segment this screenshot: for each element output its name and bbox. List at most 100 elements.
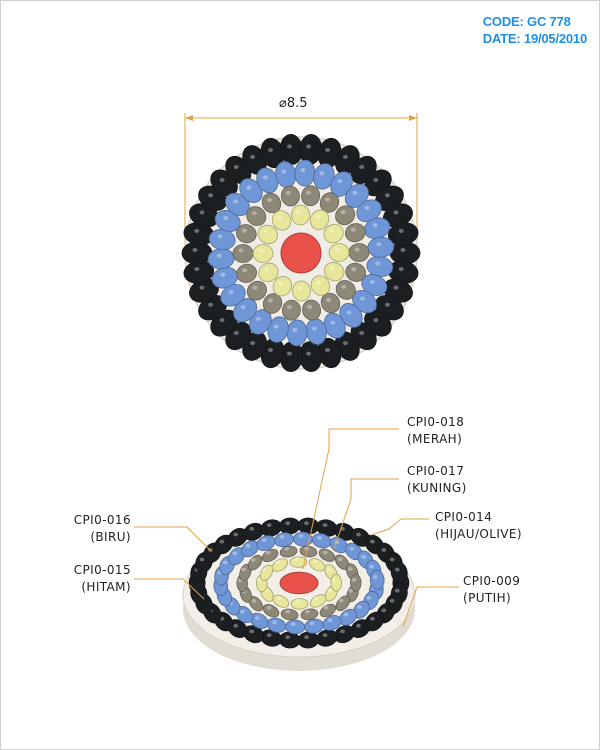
bead-highlight: [348, 588, 354, 593]
bead-highlight: [276, 596, 282, 601]
bead-yellow: [289, 556, 308, 568]
bead-highlight: [322, 633, 328, 638]
bead-olive: [262, 604, 280, 618]
bead-highlight: [262, 568, 267, 572]
bead-yellow: [259, 564, 274, 582]
bead-highlight: [305, 609, 310, 614]
bead-highlight: [219, 318, 225, 323]
bead-highlight: [251, 211, 257, 216]
bead-highlight: [284, 546, 290, 551]
bead-highlight: [313, 596, 319, 600]
callout-red-code: CPI0-018: [407, 415, 465, 429]
bead-highlight: [352, 190, 358, 195]
bead-red-center: [279, 571, 319, 595]
bead-highlight: [286, 144, 292, 149]
bead-highlight: [394, 588, 400, 593]
bead-yellow: [291, 204, 310, 226]
bead-highlight: [319, 171, 325, 176]
bead-highlight: [349, 546, 355, 551]
bead-highlight: [192, 248, 198, 252]
bead-olive: [335, 595, 351, 612]
bead-highlight: [315, 214, 321, 219]
bead-olive: [261, 548, 279, 563]
bead-olive: [236, 224, 257, 244]
bead-highlight: [337, 557, 343, 562]
bead-highlight: [233, 199, 238, 204]
bead-highlight: [372, 223, 378, 228]
callout-blue-name: (BIRU): [90, 530, 131, 544]
code-label: CODE:: [482, 14, 524, 29]
bead-highlight: [306, 144, 312, 149]
bead-olive: [232, 244, 254, 263]
bead-highlight: [342, 341, 348, 346]
bead-highlight: [334, 247, 340, 252]
bead-highlight: [317, 536, 322, 540]
bead-highlight: [398, 228, 404, 233]
bead-highlight: [281, 169, 287, 174]
bead-highlight: [309, 621, 315, 626]
bead-highlight: [219, 177, 225, 182]
bead-highlight: [400, 248, 406, 252]
bead-highlight: [296, 210, 301, 214]
bead-olive: [281, 299, 301, 321]
bead-highlight: [375, 261, 381, 266]
bead-highlight: [372, 575, 378, 579]
bead-highlight: [369, 564, 375, 569]
bead-highlight: [249, 527, 255, 531]
bead-highlight: [219, 539, 225, 544]
bead-highlight: [322, 550, 328, 555]
callout-red-name: (MERAH): [407, 432, 463, 446]
callout-yellow-name: (KUNING): [407, 481, 467, 495]
bead-highlight: [329, 266, 335, 271]
bead-highlight: [366, 595, 372, 600]
bead-highlight: [327, 618, 333, 622]
bead-highlight: [208, 193, 214, 198]
bead-black: [181, 241, 213, 265]
date-line: DATE: 19/05/2010: [483, 30, 587, 47]
bead-highlight: [265, 550, 271, 555]
bead-black: [389, 241, 421, 265]
bead-highlight: [370, 539, 375, 544]
bead-highlight: [241, 567, 246, 572]
bead-highlight: [356, 623, 361, 628]
top-view-beads: [181, 134, 421, 372]
bead-highlight: [279, 535, 285, 539]
bead-highlight: [228, 290, 234, 295]
bead-highlight: [263, 267, 269, 272]
bead-highlight: [306, 190, 312, 195]
bead-highlight: [342, 154, 348, 159]
bead-highlight: [249, 629, 255, 634]
bead-highlight: [285, 609, 291, 614]
bead-highlight: [346, 310, 352, 315]
bead-highlight: [222, 560, 228, 565]
bead-highlight: [277, 281, 283, 286]
bead-olive: [319, 603, 337, 618]
bead-highlight: [373, 318, 379, 323]
bead-highlight: [330, 320, 336, 325]
bead-highlight: [373, 177, 379, 182]
bead-highlight: [306, 351, 312, 356]
bead-highlight: [272, 620, 277, 625]
callout-black: CPI0-015 (HITAM): [57, 562, 131, 596]
bead-highlight: [267, 198, 272, 202]
bead-highlight: [286, 305, 292, 310]
bead-highlight: [233, 623, 239, 628]
bead-highlight: [250, 154, 256, 159]
bead-highlight: [217, 234, 223, 239]
bead-highlight: [315, 280, 321, 285]
bead-highlight: [300, 168, 306, 173]
date-value: 19/05/2010: [523, 31, 587, 46]
date-label: DATE:: [482, 31, 521, 46]
bead-highlight: [223, 216, 229, 220]
bead-highlight: [350, 227, 356, 232]
bead-yellow: [290, 598, 309, 610]
side-view-beads: [188, 517, 410, 649]
bead-highlight: [357, 605, 362, 609]
bead-olive: [318, 548, 336, 562]
bead-highlight: [208, 302, 214, 307]
diameter-label: ⌀8.5: [279, 96, 308, 111]
bead-highlight: [307, 305, 313, 309]
bead-highlight: [252, 285, 258, 290]
bead-highlight: [325, 148, 330, 152]
bead-highlight: [254, 616, 260, 620]
